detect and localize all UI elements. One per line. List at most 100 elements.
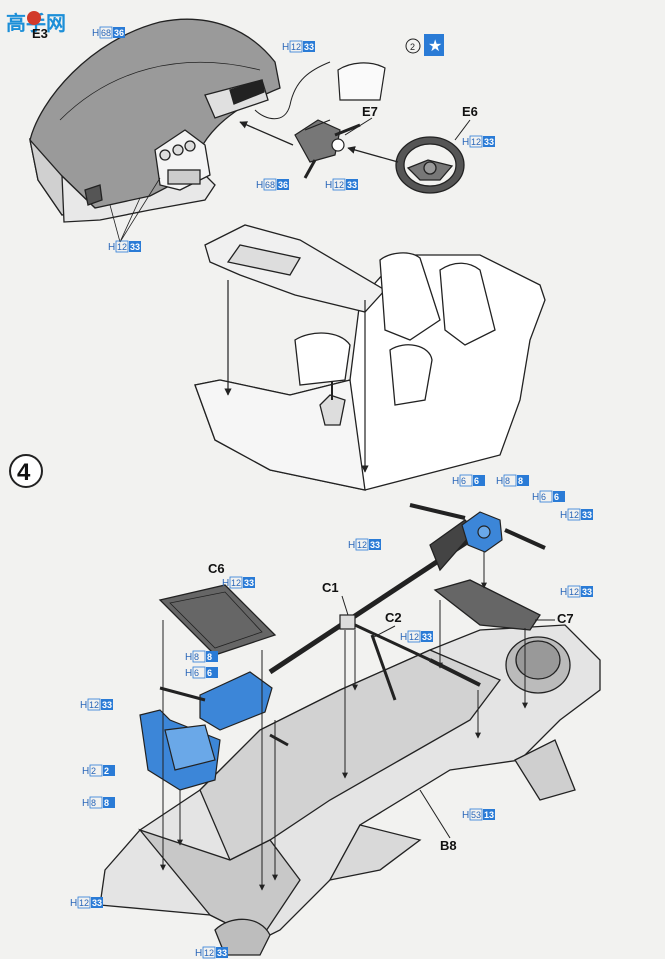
part-c1-c2 xyxy=(339,614,481,701)
paint-code-box-a xyxy=(407,630,421,643)
paint-code-prefix: H xyxy=(92,28,99,39)
paint-code-box-a xyxy=(77,896,91,909)
paint-code-box-a xyxy=(539,490,553,503)
step-badge: 4 xyxy=(9,454,43,488)
paint-code-b: 33 xyxy=(244,578,254,588)
paint-code-box-b xyxy=(369,539,381,550)
paint-code-box-b xyxy=(216,947,228,958)
paint-code-a: 68 xyxy=(101,28,111,38)
part-c6 xyxy=(158,584,277,656)
label-c7: C7 xyxy=(557,611,574,626)
paint-code-a: 12 xyxy=(79,898,89,908)
paint-code-box-b xyxy=(483,136,495,147)
paint-code-b: 8 xyxy=(207,652,212,662)
paint-code-box-b xyxy=(91,897,103,908)
paint-code-b: 33 xyxy=(347,180,357,190)
paint-code-a: 8 xyxy=(194,652,199,662)
front-transmission-blue xyxy=(139,671,289,791)
paint-code-box-a xyxy=(263,178,277,191)
paint-code-box-a xyxy=(87,698,101,711)
paint-code-a: 12 xyxy=(334,180,344,190)
steering-wheel-part xyxy=(395,136,465,194)
paint-code-a: 6 xyxy=(461,476,466,486)
paint-code-prefix: H xyxy=(325,180,332,191)
paint-code-prefix: H xyxy=(462,137,469,148)
dashboard-part xyxy=(28,18,281,223)
paint-code-b: 36 xyxy=(114,28,124,38)
paint-code-box-a xyxy=(355,538,369,551)
paint-code-box-b xyxy=(581,586,593,597)
paint-code-box-b xyxy=(473,475,485,486)
label-e7: E7 xyxy=(362,104,378,119)
step-number: 4 xyxy=(17,459,31,486)
paint-code-b: 36 xyxy=(278,180,288,190)
paint-code-prefix: H xyxy=(80,700,87,711)
label-e6: E6 xyxy=(462,104,478,119)
paint-code-b: 33 xyxy=(484,137,494,147)
paint-code-box-b xyxy=(483,809,495,820)
paint-code-a: 6 xyxy=(194,668,199,678)
star-icon: ★ xyxy=(428,38,442,55)
paint-code-a: 12 xyxy=(569,587,579,597)
paint-code-b: 33 xyxy=(370,540,380,550)
chassis-floor-pan xyxy=(99,624,601,956)
paint-code-b: 6 xyxy=(474,476,479,486)
paint-code-a: 12 xyxy=(569,510,579,520)
paint-code-prefix: H xyxy=(452,476,459,487)
label-c2: C2 xyxy=(385,610,402,625)
paint-code-a: 8 xyxy=(91,798,96,808)
paint-code-a: 12 xyxy=(204,948,214,958)
paint-code-box-a xyxy=(289,40,303,53)
paint-code-box-a xyxy=(99,26,113,39)
star-badge xyxy=(424,34,444,56)
paint-code-box-b xyxy=(421,631,433,642)
paint-code-box-a xyxy=(192,650,206,663)
paint-code-a: 12 xyxy=(291,42,301,52)
paint-code-a: 12 xyxy=(357,540,367,550)
paint-code-box-a xyxy=(503,474,517,487)
label-c6: C6 xyxy=(208,561,225,576)
steering-column-switch xyxy=(294,119,361,179)
paint-code-box-b xyxy=(243,577,255,588)
paint-code-box-b xyxy=(101,699,113,710)
paint-code-box-b xyxy=(346,179,358,190)
paint-code-a: 12 xyxy=(409,632,419,642)
paint-code-b: 33 xyxy=(102,700,112,710)
paint-code-box-a xyxy=(202,946,216,959)
paint-code-box-b xyxy=(103,765,115,776)
paint-code-prefix: H xyxy=(70,898,77,909)
paint-code-box-a xyxy=(89,764,103,777)
paint-code-a: 8 xyxy=(505,476,510,486)
paint-code-prefix: H xyxy=(400,632,407,643)
paint-code-prefix: H xyxy=(282,42,289,53)
paint-code-a: 6 xyxy=(541,492,546,502)
paint-code-box-a xyxy=(469,808,483,821)
paint-code-b: 33 xyxy=(92,898,102,908)
paint-code-b: 33 xyxy=(422,632,432,642)
watermark-logo: 高手网 xyxy=(6,11,66,35)
paint-code-box-a xyxy=(332,178,346,191)
paint-code-prefix: H xyxy=(462,810,469,821)
paint-code-prefix: H xyxy=(560,510,567,521)
paint-code-prefix: H xyxy=(532,492,539,503)
